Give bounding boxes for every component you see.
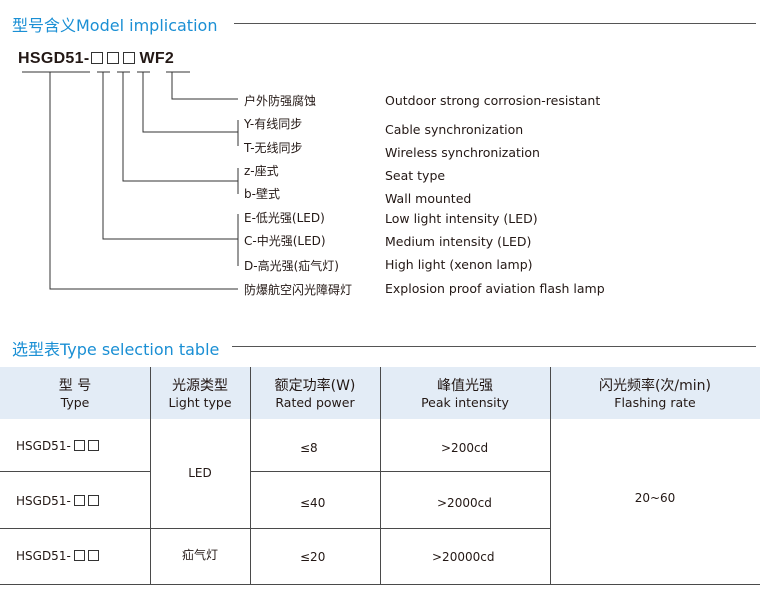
placeholder-box-icon xyxy=(87,550,99,561)
row-type-label: HSGD51- xyxy=(16,549,71,563)
selection-table: 型 号 Type 光源类型 Light type 额定功率(W) Rated p… xyxy=(0,367,760,585)
implication-connector-lines xyxy=(22,71,239,290)
table-row-type: HSGD51- xyxy=(16,439,99,453)
implication-zh-7: D-高光强(疝气灯) xyxy=(244,259,339,273)
implication-en-7: High light (xenon lamp) xyxy=(385,257,533,272)
placeholder-box-icon xyxy=(91,52,104,64)
placeholder-box-icon xyxy=(87,495,99,506)
header-power: 额定功率(W) Rated power xyxy=(250,375,380,410)
row-peak: >2000cd xyxy=(437,496,492,510)
row-power: ≤20 xyxy=(300,550,326,564)
header-type-zh: 型 号 xyxy=(58,378,92,394)
header-type: 型 号 Type xyxy=(0,375,150,410)
title-divider xyxy=(232,346,756,347)
table-divider xyxy=(550,367,551,585)
header-peak-zh: 峰值光强 xyxy=(437,378,493,394)
header-peak-en: Peak intensity xyxy=(421,395,509,410)
placeholder-box-icon xyxy=(73,440,85,451)
implication-en-3: Seat type xyxy=(385,168,446,183)
implication-en-4: Wall mounted xyxy=(385,191,472,206)
header-flash: 闪光频率(次/min) Flashing rate xyxy=(550,375,760,410)
row-power: ≤8 xyxy=(300,441,318,455)
placeholder-box-icon xyxy=(73,495,85,506)
implication-zh-4: b-壁式 xyxy=(244,187,280,201)
section-title-model: 型号含义Model implication xyxy=(12,16,218,35)
header-light: 光源类型 Light type xyxy=(150,375,250,410)
implication-en-1: Cable synchronization xyxy=(385,122,524,137)
header-type-en: Type xyxy=(60,395,90,410)
implication-zh-1: Y-有线同步 xyxy=(244,117,303,131)
implication-zh-3: z-座式 xyxy=(244,164,279,178)
table-divider xyxy=(250,367,251,585)
implication-zh-2: T-无线同步 xyxy=(244,141,303,155)
header-power-en: Rated power xyxy=(275,395,355,410)
placeholder-box-icon xyxy=(107,52,120,64)
table-divider xyxy=(150,367,151,585)
table-row-type: HSGD51- xyxy=(16,549,99,563)
implication-zh-6: C-中光强(LED) xyxy=(244,234,326,248)
row-power: ≤40 xyxy=(300,496,326,510)
header-light-zh: 光源类型 xyxy=(172,378,228,394)
placeholder-box-icon xyxy=(123,52,136,64)
implication-zh-5: E-低光强(LED) xyxy=(244,211,325,225)
row-peak: >200cd xyxy=(441,441,489,455)
header-flash-en: Flashing rate xyxy=(614,395,696,410)
header-power-zh: 额定功率(W) xyxy=(274,378,356,394)
table-divider xyxy=(0,528,550,529)
table-row-type: HSGD51- xyxy=(16,494,99,508)
model-prefix: HSGD51- xyxy=(18,50,90,67)
placeholder-box-icon xyxy=(87,440,99,451)
implication-zh-8: 防爆航空闪光障碍灯 xyxy=(244,283,353,297)
table-divider xyxy=(0,471,150,472)
implication-zh-0: 户外防强腐蚀 xyxy=(244,94,317,108)
implication-en-5: Low light intensity (LED) xyxy=(385,211,538,226)
title-divider xyxy=(234,23,756,24)
header-peak: 峰值光强 Peak intensity xyxy=(380,375,550,410)
flash-rate-value: 20~60 xyxy=(634,491,676,505)
implication-en-2: Wireless synchronization xyxy=(385,145,540,160)
table-divider xyxy=(0,584,760,585)
table-divider xyxy=(250,471,550,472)
implication-en-8: Explosion proof aviation flash lamp xyxy=(385,281,605,296)
row-peak: >20000cd xyxy=(432,550,495,564)
placeholder-box-icon xyxy=(73,550,85,561)
header-flash-zh: 闪光频率(次/min) xyxy=(598,378,712,394)
section-title-selection: 选型表Type selection table xyxy=(12,340,220,359)
implication-en-0: Outdoor strong corrosion-resistant xyxy=(385,93,601,108)
table-divider xyxy=(380,367,381,585)
implication-en-6: Medium intensity (LED) xyxy=(385,234,532,249)
light-type-led: LED xyxy=(188,466,212,480)
header-light-en: Light type xyxy=(168,395,232,410)
model-code: HSGD51- WF2 xyxy=(18,50,174,68)
row-type-label: HSGD51- xyxy=(16,494,71,508)
row-type-label: HSGD51- xyxy=(16,439,71,453)
light-type-xenon: 疝气灯 xyxy=(181,548,218,562)
model-suffix: WF2 xyxy=(139,50,175,67)
